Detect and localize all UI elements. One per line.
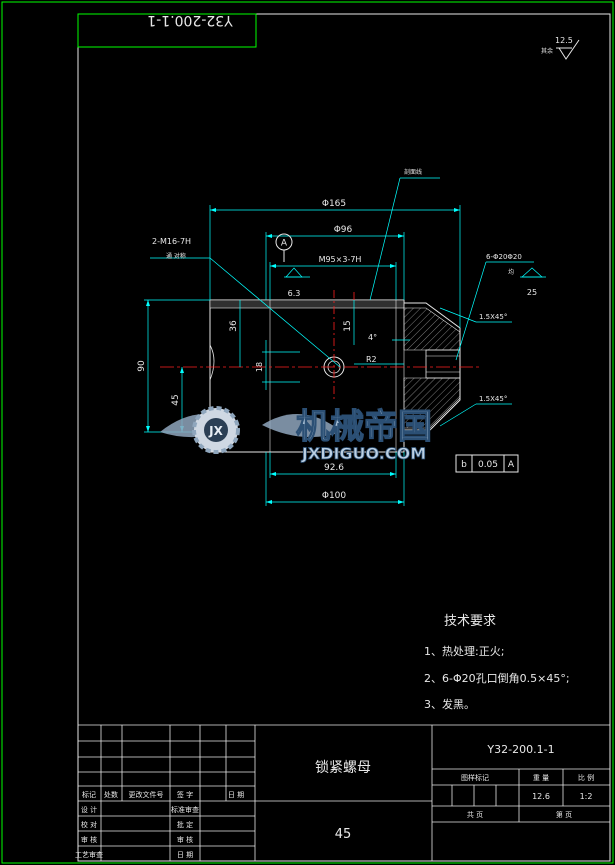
tol-datum: A bbox=[508, 460, 515, 470]
tech-item-2: 2、6-Φ20孔口倒角0.5×45°; bbox=[424, 672, 570, 685]
top-face-band bbox=[209, 299, 405, 309]
role-audit: 审 核 bbox=[177, 835, 193, 844]
rev-doc: 更改文件号 bbox=[129, 790, 164, 799]
dim-h36: 36 bbox=[229, 320, 239, 332]
datum-symbol: A bbox=[275, 233, 293, 262]
roughness-value: 12.5 bbox=[555, 36, 573, 45]
role-process: 工艺审查 bbox=[75, 850, 103, 859]
leader-labels: 2-M16-7H 通 对称 剖面线 6-Φ20Φ20 均 bbox=[152, 168, 522, 276]
dim-chamfer-bottom: 1.5X45° bbox=[479, 395, 507, 403]
rotated-code-box: Y32-200.1-1 bbox=[77, 12, 257, 48]
header-scale: 比 例 bbox=[578, 773, 594, 782]
rev-date: 日 期 bbox=[228, 791, 244, 799]
roughness-top: 6.3 bbox=[288, 289, 301, 298]
left-face-arc bbox=[209, 344, 215, 381]
watermark-logo: JX 机械帝国 JXDIGUO.COM bbox=[160, 406, 433, 463]
counterbore-hole bbox=[425, 349, 461, 379]
header-weight: 重 量 bbox=[533, 774, 549, 782]
tol-symbol: b bbox=[461, 460, 467, 470]
label-hatch: 剖面线 bbox=[404, 168, 422, 176]
tech-title: 技术要求 bbox=[444, 614, 496, 629]
hatch-upper bbox=[403, 307, 461, 351]
role-date: 日 期 bbox=[177, 851, 193, 859]
label-thread-holes: 2-M16-7H bbox=[152, 237, 191, 246]
material: 45 bbox=[335, 827, 352, 842]
title-block-texts: 锁紧螺母 45 Y32-200.1-1 图样标记 重 量 比 例 12.6 1:… bbox=[75, 743, 594, 859]
label-counterbore-sub: 均 bbox=[508, 268, 514, 276]
label-thread-through: 通 对称 bbox=[166, 252, 186, 260]
role-check: 校 对 bbox=[81, 820, 97, 829]
dim-h15: 15 bbox=[343, 320, 353, 331]
dimension-texts: Φ165 Φ96 M95×3-7H 90 45 36 15 18 R2 4° 1… bbox=[137, 199, 537, 501]
part-section-view bbox=[160, 290, 480, 453]
roughness-right: 25 bbox=[527, 288, 537, 297]
role-review: 审 核 bbox=[81, 835, 97, 844]
drawing-frame bbox=[77, 13, 611, 862]
rev-sign: 签 字 bbox=[177, 790, 193, 799]
rev-count: 处数 bbox=[104, 790, 118, 799]
watermark-text-cn: 机械帝国 bbox=[296, 407, 432, 447]
header-stage: 图样标记 bbox=[461, 773, 489, 782]
tolerance-frame: b 0.05 A bbox=[455, 454, 519, 473]
dim-thread: M95×3-7H bbox=[319, 255, 362, 264]
dim-chamfer-top: 1.5X45° bbox=[479, 313, 507, 321]
dim-h45: 45 bbox=[171, 394, 181, 405]
datum-letter: A bbox=[281, 239, 288, 249]
title-block-grid bbox=[78, 724, 610, 861]
dim-h90: 90 bbox=[137, 360, 147, 372]
role-std: 标准审查 bbox=[171, 805, 199, 814]
tech-requirements: 技术要求 1、热处理:正火; 2、6-Φ20孔口倒角0.5×45°; 3、发黑。 bbox=[424, 614, 570, 711]
sheet-count: 共 页 bbox=[467, 810, 483, 819]
dim-h18: 18 bbox=[255, 362, 264, 372]
rotated-drawing-code: Y32-200.1-1 bbox=[147, 12, 233, 28]
general-roughness-symbol: 12.5 其余 bbox=[541, 36, 580, 60]
watermark-text-en: JXDIGUO.COM bbox=[301, 444, 426, 463]
dim-d100: Φ100 bbox=[322, 491, 347, 501]
scale-value: 1:2 bbox=[580, 792, 593, 801]
dim-d165: Φ165 bbox=[322, 199, 346, 209]
role-approve: 批 定 bbox=[177, 820, 193, 829]
dim-92-6: 92.6 bbox=[324, 463, 344, 473]
part-name: 锁紧螺母 bbox=[315, 760, 371, 776]
tech-item-3: 3、发黑。 bbox=[424, 697, 475, 711]
weight-value: 12.6 bbox=[532, 792, 550, 801]
label-counterbore: 6-Φ20Φ20 bbox=[486, 253, 522, 261]
roughness-label: 其余 bbox=[541, 47, 553, 55]
watermark-logo-letters: JX bbox=[208, 424, 223, 438]
sheet-number: 第 页 bbox=[556, 810, 572, 819]
role-design: 设 计 bbox=[81, 805, 97, 814]
rev-mark: 标记 bbox=[82, 790, 96, 799]
dim-r2: R2 bbox=[366, 355, 377, 364]
tol-value: 0.05 bbox=[478, 460, 498, 470]
tech-item-1: 1、热处理:正火; bbox=[424, 645, 504, 658]
dim-d96: Φ96 bbox=[334, 225, 353, 235]
drawing-number: Y32-200.1-1 bbox=[486, 743, 554, 756]
dim-angle: 4° bbox=[368, 333, 377, 342]
